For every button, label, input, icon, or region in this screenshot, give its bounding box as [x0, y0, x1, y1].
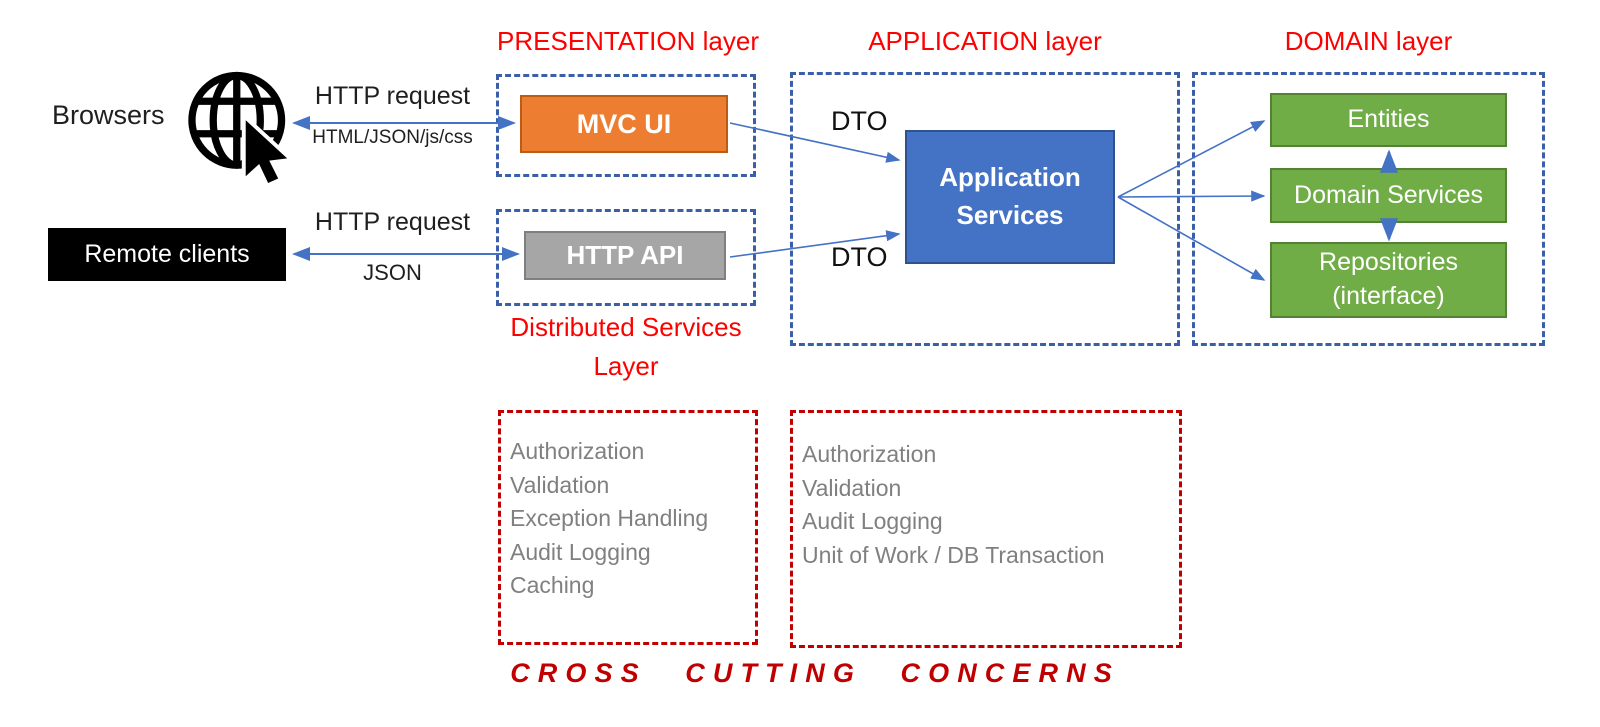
presentation-layer-title: PRESENTATION layer [497, 26, 759, 56]
distributed-services-title: Distributed Services Layer [510, 312, 742, 381]
browser-arrow-bottom-label: HTML/JSON/js/css [312, 127, 473, 148]
entities-box: Entities [1270, 93, 1507, 147]
globe-with-cursor-icon [188, 71, 292, 187]
list-item: Caching [510, 572, 595, 598]
repositories-box: Repositories (interface) [1270, 242, 1507, 318]
list-item: Exception Handling [510, 505, 709, 531]
list-item: Unit of Work / DB Transaction [802, 541, 1105, 568]
dto-bottom-label: DTO [831, 242, 888, 272]
cursor-icon [241, 116, 292, 187]
cross-cutting-left-frame [498, 410, 758, 645]
application-layer-title: APPLICATION layer [868, 26, 1102, 56]
list-item: Audit Logging [510, 538, 651, 565]
dto-top-label: DTO [831, 106, 888, 136]
remote-arrow-bottom-label: JSON [363, 260, 422, 285]
http-api-box: HTTP API [524, 231, 726, 280]
application-services-box: Application Services [905, 130, 1115, 264]
cross-cutting-right-frame [790, 410, 1182, 648]
remote-clients-box: Remote clients [48, 228, 286, 281]
cross-cutting-caption: CROSS CUTTING CONCERNS [510, 658, 1120, 688]
browser-arrow-top-label: HTTP request [314, 82, 471, 110]
list-item: Audit Logging [802, 508, 943, 534]
list-item: Validation [510, 471, 610, 498]
mvc-ui-box: MVC UI [520, 95, 728, 153]
remote-arrow-top-label: HTTP request [314, 208, 471, 236]
list-item: Validation [802, 474, 902, 501]
list-item: Authorization [510, 438, 645, 464]
browsers-label: Browsers [52, 100, 165, 130]
domain-services-box: Domain Services [1270, 168, 1507, 223]
list-item: Authorization [802, 441, 937, 467]
domain-layer-title: DOMAIN layer [1284, 26, 1453, 56]
